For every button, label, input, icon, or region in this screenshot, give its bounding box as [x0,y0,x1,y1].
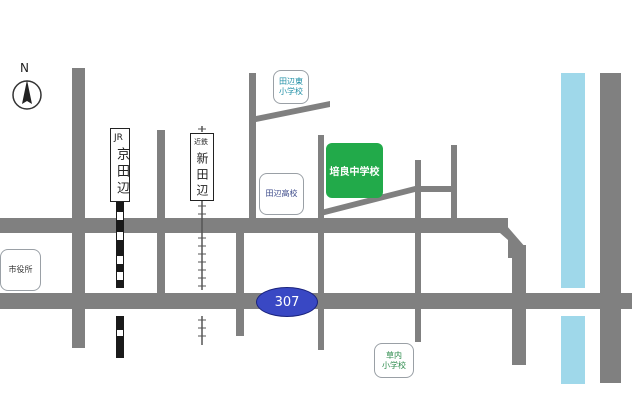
kusauchi-elementary-label: 草内 小学校 [374,343,414,378]
kintetsu-station-name: 新田辺 [195,152,209,200]
route-number: 307 [274,294,300,310]
jr-operator-label: JR [114,133,123,143]
road-vertical-3 [236,228,244,336]
target-school-name: 培良中学校 [329,167,380,178]
road-north-vertical [249,73,256,223]
road-diagonal-school [321,186,451,216]
road-east-west-north [0,218,508,233]
road-vertical-2 [157,130,165,298]
kusauchi-line1: 草内 [386,350,402,360]
road-vertical-5 [415,160,421,342]
jr-rail [116,200,124,288]
road-diagonal-north [256,101,330,122]
compass-icon [12,80,42,110]
road-vertical-6 [451,145,457,225]
north-label: N [20,61,29,75]
tanabe-hs-name: 田辺高校 [265,189,298,198]
route-307-badge: 307 [256,287,318,317]
road-west-vertical [72,68,85,348]
tanabe-higashi-elementary-label: 田辺東 小学校 [273,70,309,104]
road-school-vertical [318,135,324,350]
kintetsu-operator-label: 近鉄 [194,138,208,146]
kusauchi-line2: 小学校 [382,360,406,370]
river-upper [561,73,585,288]
tanabe-higashi-line1: 田辺東 [279,77,303,86]
target-school-marker: 培良中学校 [326,143,383,198]
kintetsu-station-box: 近鉄 新田辺 [190,133,214,201]
jr-station-name: 京田辺 [114,147,129,198]
city-hall-name: 市役所 [8,265,33,274]
tanabe-high-school-label: 田辺高校 [259,173,304,215]
road-riverside [600,73,621,383]
jr-rail-south [116,316,124,358]
tanabe-higashi-line2: 小学校 [279,87,303,96]
city-hall-label: 市役所 [0,249,41,291]
river-lower [561,316,585,384]
jr-station-box: JR 京田辺 [110,128,130,202]
